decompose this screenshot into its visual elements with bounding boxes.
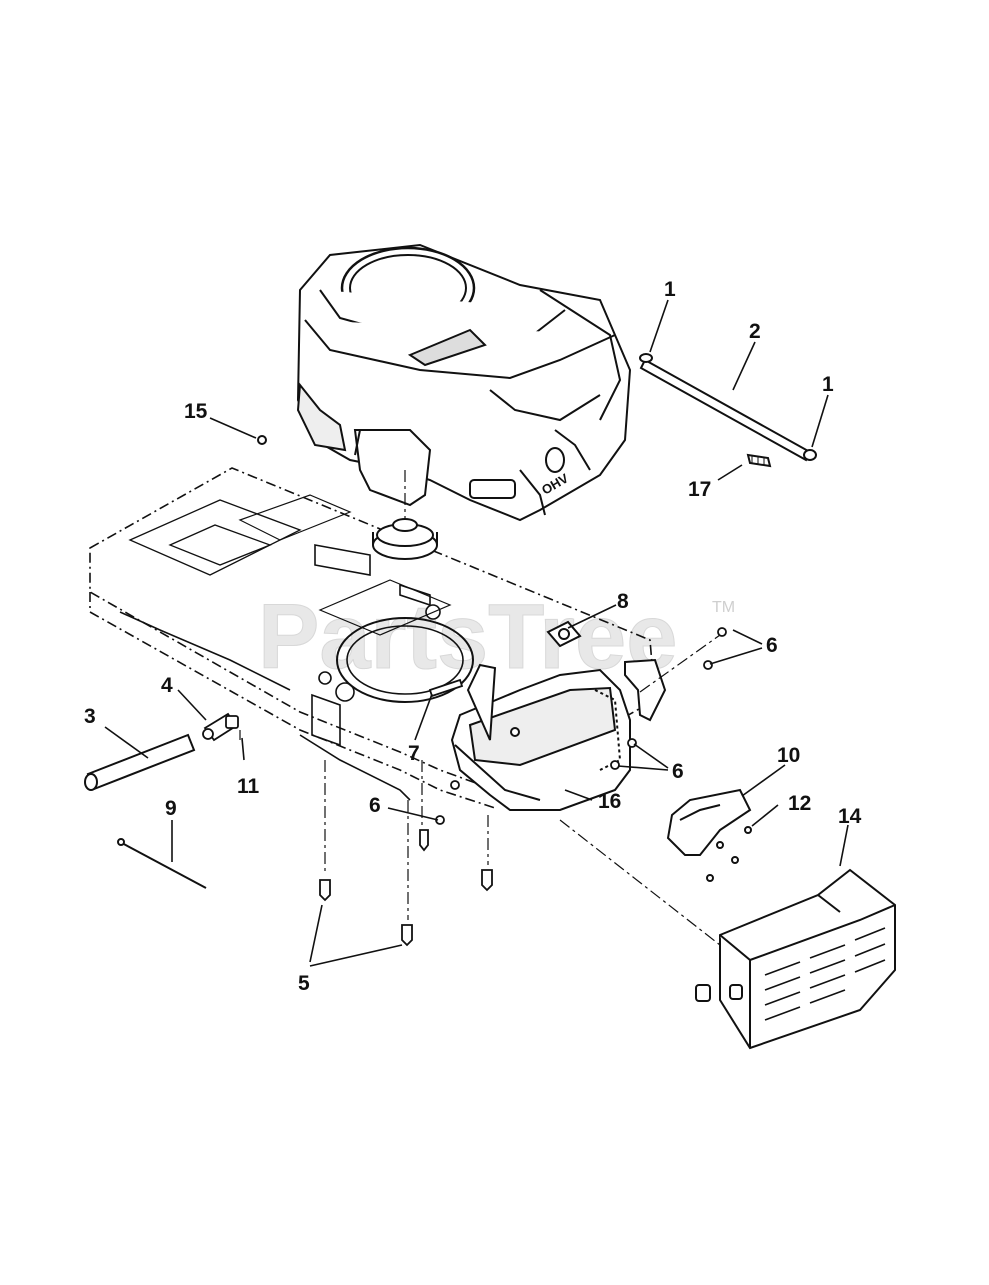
watermark: PartsTree TM	[258, 586, 736, 689]
part-10-shield	[666, 788, 752, 882]
callout-3: 3	[84, 705, 96, 728]
callout-15: 15	[184, 400, 208, 423]
part-rod-assembly	[639, 353, 817, 468]
callout-14: 14	[838, 805, 862, 828]
watermark-text: PartsTree	[258, 586, 677, 688]
part-5-bolts	[319, 829, 493, 947]
callouts: 1 1 2 3 4 5 6 6 6 7 8 9 10 11 12 14 15 1…	[84, 278, 862, 995]
watermark-trademark: TM	[712, 599, 735, 616]
callout-1-top: 1	[664, 278, 676, 301]
engine: OHV	[296, 243, 632, 522]
part-14-guard	[695, 868, 896, 1050]
callout-1-right: 1	[822, 373, 834, 396]
callout-16: 16	[598, 790, 621, 813]
part-9-tie	[117, 838, 207, 889]
callout-6-upper: 6	[766, 634, 778, 657]
part-8-gasket	[546, 620, 582, 648]
chassis-frame	[89, 467, 656, 809]
callout-7: 7	[408, 742, 420, 765]
callout-6-lower: 6	[369, 794, 381, 817]
callout-10: 10	[777, 744, 800, 767]
callout-12: 12	[788, 792, 811, 815]
part-3-tube	[84, 733, 196, 791]
callout-9: 9	[165, 797, 177, 820]
pulley	[372, 518, 438, 560]
part-4-fitting	[202, 712, 239, 742]
callout-2: 2	[749, 320, 761, 343]
centerlines	[239, 470, 721, 946]
callout-8: 8	[617, 590, 629, 613]
callout-6-middle: 6	[672, 760, 684, 783]
callout-4: 4	[161, 674, 173, 697]
part-15-bolt	[257, 435, 267, 445]
part-bracket	[624, 658, 667, 722]
part-16-muffler	[450, 663, 631, 811]
callout-11: 11	[237, 775, 260, 798]
leader-lines	[104, 299, 849, 967]
callout-5: 5	[298, 972, 310, 995]
part-6-bolts	[435, 627, 727, 825]
callout-17: 17	[688, 478, 711, 501]
